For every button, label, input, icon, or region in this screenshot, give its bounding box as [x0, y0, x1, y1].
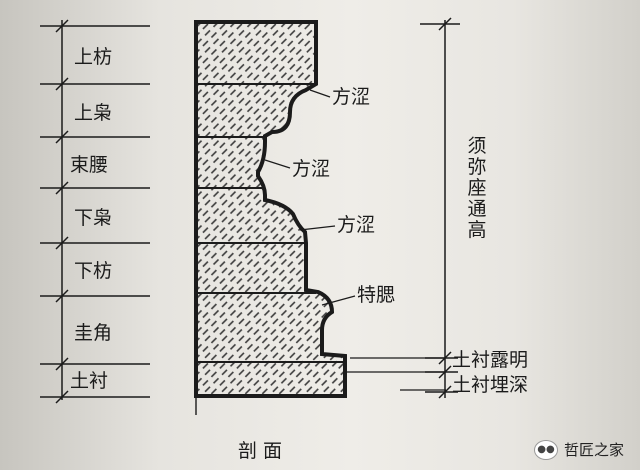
overall-height-label: 须弥座通高 [467, 135, 487, 241]
tier-label-guijiao: 圭角 [74, 322, 113, 344]
tier-label-shangfang: 上枋 [74, 46, 113, 68]
section-caption: 剖面 [238, 440, 289, 462]
course-lines [198, 83, 344, 363]
callout-tuchen-maishen: 土衬埋深 [452, 374, 529, 396]
callout-tuchen-luming: 土衬露明 [452, 349, 529, 371]
callout-fangse-middle: 方涩 [292, 158, 331, 180]
left-dimension-line [40, 19, 150, 404]
callout-fangse-upper: 方涩 [332, 86, 371, 108]
profile-section [194, 20, 347, 398]
tier-label-shuyao: 束腰 [70, 154, 109, 176]
tier-label-tuchen: 土衬 [70, 370, 109, 392]
tier-label-xiaxiao: 下枭 [74, 207, 113, 229]
tier-label-shangxiao: 上枭 [74, 102, 113, 124]
tier-label-xiafang: 下枋 [74, 260, 113, 282]
callout-fangse-lower: 方涩 [337, 214, 376, 236]
callout-tegeng: 特腮 [357, 284, 396, 306]
right-dimension-line [420, 17, 460, 399]
wechat-icon: ●● [533, 439, 558, 460]
watermark-text: 哲匠之家 [563, 441, 624, 459]
watermark: ●● 哲匠之家 [533, 439, 624, 460]
